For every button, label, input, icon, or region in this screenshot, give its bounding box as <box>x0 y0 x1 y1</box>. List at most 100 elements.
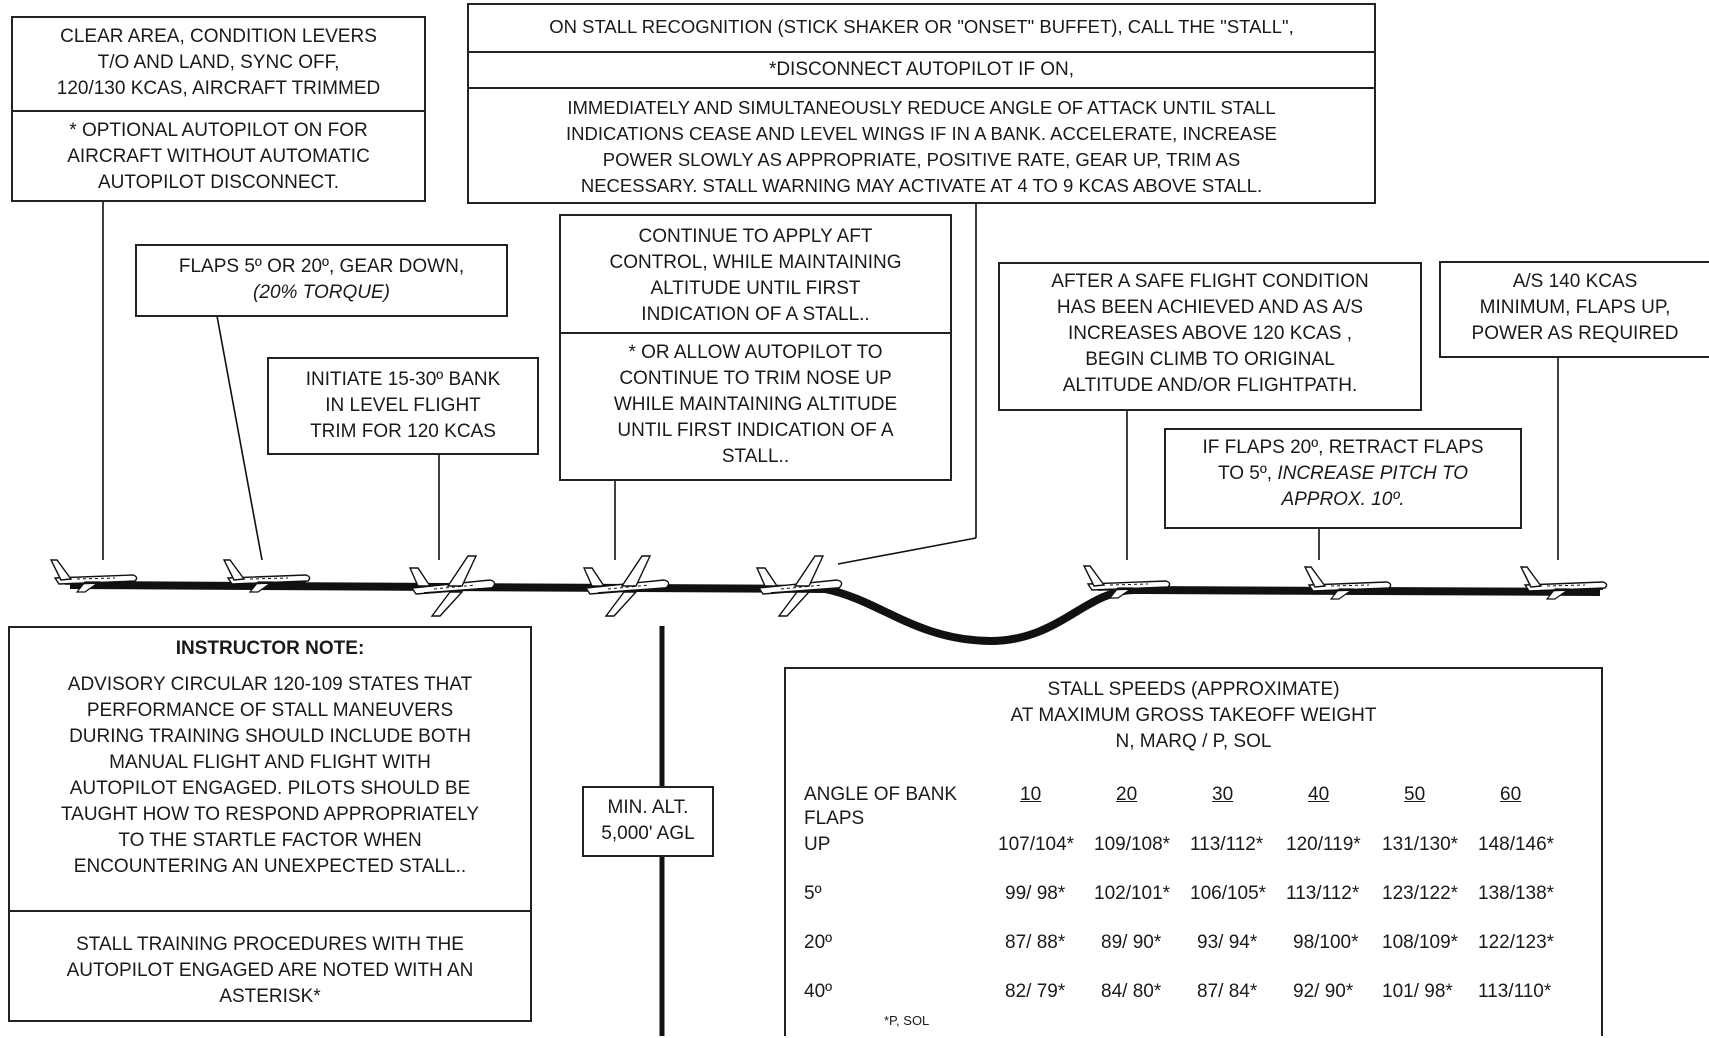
callout-text: MINIMUM, FLAPS UP, <box>1479 297 1671 318</box>
flaps-setting: UP <box>804 834 831 855</box>
note-text: PERFORMANCE OF STALL MANEUVERS <box>86 700 454 721</box>
callout-retract-flaps: IF FLAPS 20º, RETRACT FLAPS TO 5º, INCRE… <box>1164 428 1522 529</box>
stall-speed-cell: 138/138* <box>1478 883 1555 904</box>
callout-text: ALTITUDE AND/OR FLIGHTPATH. <box>1062 375 1358 396</box>
callout-final-body: A/S 140 KCAS MINIMUM, FLAPS UP, POWER AS… <box>1441 263 1709 351</box>
stall-speed-cell: 98/100* <box>1293 932 1359 953</box>
callout-continue-manual: CONTINUE TO APPLY AFT CONTROL, WHILE MAI… <box>561 216 950 332</box>
stall-speed-cell: 99/ 98* <box>1005 883 1066 904</box>
flaps-setting: 40º <box>804 981 833 1002</box>
banked-aircraft-icon <box>583 555 670 617</box>
note-text: DURING TRAINING SHOULD INCLUDE BOTH <box>69 726 471 747</box>
callout-text: FLAPS 5º OR 20º, GEAR DOWN, <box>178 256 465 277</box>
stall-speed-cell: 131/130* <box>1382 834 1459 855</box>
callout-text: IMMEDIATELY AND SIMULTANEOUSLY REDUCE AN… <box>567 97 1276 118</box>
callout-text: CLEAR AREA, CONDITION LEVERS <box>60 26 377 47</box>
stall-speed-cell: 106/105* <box>1190 883 1267 904</box>
callout-text: IN LEVEL FLIGHT <box>325 395 481 416</box>
callout-text: APPROX. 10º. <box>1281 489 1405 510</box>
callout-text: INDICATION OF A STALL.. <box>641 304 870 325</box>
callout-bank-body: INITIATE 15-30º BANK IN LEVEL FLIGHT TRI… <box>269 359 537 449</box>
callout-text: IF FLAPS 20º, RETRACT FLAPS <box>1202 437 1484 458</box>
stall-speed-cell: 148/146* <box>1478 834 1555 855</box>
bank-angle-header: 40 <box>1308 784 1330 805</box>
leader-lines <box>102 202 1559 565</box>
stall-table-title-line: AT MAXIMUM GROSS TAKEOFF WEIGHT <box>1010 705 1377 726</box>
stall-speed-cell: 93/ 94* <box>1197 932 1258 953</box>
stall-speed-cell: 89/ 90* <box>1101 932 1162 953</box>
callout-text: AIRCRAFT WITHOUT AUTOMATIC <box>67 146 370 167</box>
callout-text: (20% TORQUE) <box>253 282 390 303</box>
bank-angle-header: 30 <box>1212 784 1234 805</box>
stall-speed-cell: 120/119* <box>1286 834 1361 855</box>
callout-safe-flight: AFTER A SAFE FLIGHT CONDITION HAS BEEN A… <box>998 262 1422 411</box>
callout-stall-recognition: ON STALL RECOGNITION (STICK SHAKER OR "O… <box>467 3 1376 204</box>
min-altitude-body: MIN. ALT. 5,000' AGL <box>584 788 712 851</box>
callout-text: CONTROL, WHILE MAINTAINING <box>609 252 902 273</box>
callout-setup-main: CLEAR AREA, CONDITION LEVERS T/O AND LAN… <box>13 18 424 110</box>
stall-speed-cell: 84/ 80* <box>1101 981 1162 1002</box>
bank-angle-header: 10 <box>1020 784 1042 805</box>
callout-text: BEGIN CLIMB TO ORIGINAL <box>1085 349 1335 370</box>
stall-speed-cell: 101/ 98* <box>1382 981 1453 1002</box>
min-altitude-text: MIN. ALT. <box>607 797 689 818</box>
callout-text: TO 5º, <box>1217 463 1278 484</box>
callout-text: AUTOPILOT DISCONNECT. <box>97 172 340 193</box>
callout-text: STALL.. <box>721 446 790 467</box>
note-text: ASTERISK* <box>219 986 321 1007</box>
stall-speed-cell: 107/104* <box>998 834 1075 855</box>
callout-text: CONTINUE TO APPLY AFT <box>638 226 873 247</box>
callout-final: A/S 140 KCAS MINIMUM, FLAPS UP, POWER AS… <box>1439 261 1709 358</box>
callout-text-line: TO 5º, INCREASE PITCH TO <box>1172 461 1514 487</box>
callout-text: 120/130 KCAS, AIRCRAFT TRIMMED <box>56 78 381 99</box>
callout-recognition-recovery: IMMEDIATELY AND SIMULTANEOUSLY REDUCE AN… <box>469 87 1374 203</box>
callout-text: POWER AS REQUIRED <box>1471 323 1679 344</box>
callout-text: INCREASES ABOVE 120 KCAS , <box>1067 323 1353 344</box>
callout-text: * OR ALLOW AUTOPILOT TO <box>628 342 883 363</box>
stall-speed-cell: 87/ 88* <box>1005 932 1066 953</box>
bank-angle-header: 60 <box>1500 784 1522 805</box>
banked-aircraft-icon <box>756 555 843 617</box>
instructor-note-main: INSTRUCTOR NOTE: ADVISORY CIRCULAR 120-1… <box>10 628 530 910</box>
banked-aircraft-icon <box>409 555 496 617</box>
leader-line-flaps <box>216 315 263 561</box>
callout-continue-autopilot: * OR ALLOW AUTOPILOT TO CONTINUE TO TRIM… <box>561 332 950 474</box>
callout-text: ALTITUDE UNTIL FIRST <box>650 278 861 299</box>
callout-text: WHILE MAINTAINING ALTITUDE <box>613 394 898 415</box>
callout-text: A/S 140 KCAS <box>1512 271 1638 292</box>
instructor-note: INSTRUCTOR NOTE: ADVISORY CIRCULAR 120-1… <box>8 626 532 1022</box>
stall-speed-table: STALL SPEEDS (APPROXIMATE) AT MAXIMUM GR… <box>784 667 1603 1036</box>
callout-bank: INITIATE 15-30º BANK IN LEVEL FLIGHT TRI… <box>267 357 539 455</box>
callout-text: * OPTIONAL AUTOPILOT ON FOR <box>69 120 368 141</box>
callout-text: INDICATIONS CEASE AND LEVEL WINGS IF IN … <box>565 123 1278 144</box>
callout-flaps: FLAPS 5º OR 20º, GEAR DOWN, (20% TORQUE) <box>135 244 508 317</box>
instructor-note-footer: STALL TRAINING PROCEDURES WITH THE AUTOP… <box>10 910 530 1014</box>
stall-speed-cell: 87/ 84* <box>1197 981 1258 1002</box>
stall-speed-cell: 102/101* <box>1094 883 1171 904</box>
note-text: TAUGHT HOW TO RESPOND APPROPRIATELY <box>60 804 480 825</box>
callout-text: *DISCONNECT AUTOPILOT IF ON, <box>768 59 1075 80</box>
callout-text: TRIM FOR 120 KCAS <box>310 421 496 442</box>
leader-line-recognition-b <box>837 537 977 565</box>
callout-text: AFTER A SAFE FLIGHT CONDITION <box>1051 271 1369 292</box>
stall-speed-cell: 123/122* <box>1382 883 1459 904</box>
callout-text: CONTINUE TO TRIM NOSE UP <box>619 368 892 389</box>
min-altitude-box: MIN. ALT. 5,000' AGL <box>582 786 714 857</box>
bank-angle-header: 50 <box>1404 784 1426 805</box>
callout-setup-autopilot: * OPTIONAL AUTOPILOT ON FOR AIRCRAFT WIT… <box>13 110 424 200</box>
callout-continue: CONTINUE TO APPLY AFT CONTROL, WHILE MAI… <box>559 214 952 481</box>
callout-flaps-body: FLAPS 5º OR 20º, GEAR DOWN, (20% TORQUE) <box>137 246 506 310</box>
stall-speed-cell: 109/108* <box>1094 834 1171 855</box>
stall-table-title-line: N, MARQ / P, SOL <box>1115 731 1272 752</box>
note-text: AUTOPILOT ENGAGED. PILOTS SHOULD BE <box>69 778 471 799</box>
min-altitude-text: 5,000' AGL <box>601 823 695 844</box>
stall-speed-cell: 92/ 90* <box>1293 981 1354 1002</box>
note-text: ENCOUNTERING AN UNEXPECTED STALL.. <box>73 856 467 877</box>
callout-recognition-disconnect: *DISCONNECT AUTOPILOT IF ON, <box>469 51 1374 87</box>
stall-table-title: STALL SPEEDS (APPROXIMATE) AT MAXIMUM GR… <box>786 677 1601 755</box>
flaps-setting: 5º <box>804 883 822 904</box>
stall-speed-cell: 122/123* <box>1478 932 1555 953</box>
callout-text: NECESSARY. STALL WARNING MAY ACTIVATE AT… <box>580 175 1263 196</box>
note-text: STALL TRAINING PROCEDURES WITH THE <box>76 934 464 955</box>
